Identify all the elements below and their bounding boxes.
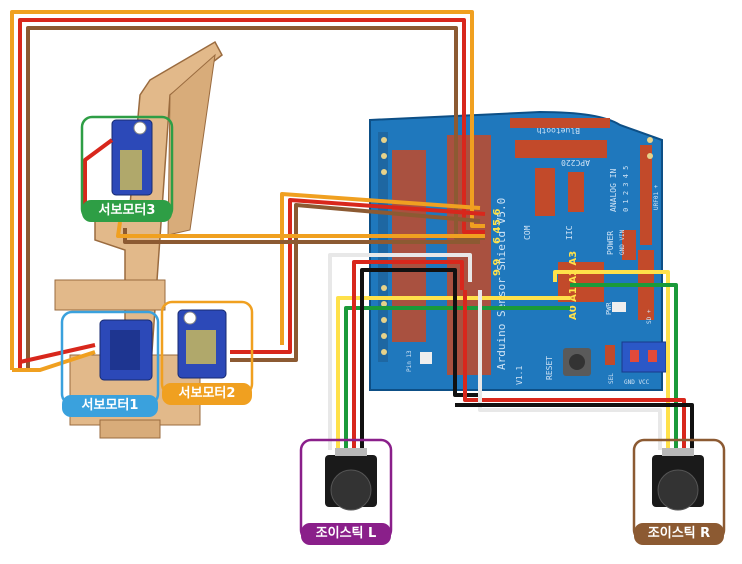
board-version: V1.1 bbox=[515, 366, 524, 385]
servo1-label: 서보모터1 bbox=[62, 395, 158, 417]
pwr-label: PWR bbox=[605, 302, 613, 315]
servo3-body bbox=[111, 119, 153, 196]
board-name: Arduino Sensor Shield V5.0 bbox=[495, 198, 508, 370]
sensor-shield-board: Arduino Sensor Shield V5.0 V1.1 Bluetoot… bbox=[369, 110, 667, 391]
sel-label: SEL bbox=[608, 373, 615, 384]
pin-d-servo-b: 6 4 bbox=[492, 227, 503, 244]
pin-d-servo-c: 9 9 bbox=[492, 259, 503, 276]
joystick-l-device bbox=[325, 448, 377, 511]
servo1-body bbox=[99, 319, 153, 381]
pin13-label: Pin 13 bbox=[406, 350, 413, 372]
analog-in-label: ANALOG IN bbox=[609, 168, 618, 212]
pin-d-servo-a: 5 6 bbox=[492, 209, 503, 226]
servo2-label: 서보모터2 bbox=[162, 383, 252, 405]
joystick-r-label: 조이스틱 R bbox=[634, 523, 724, 545]
power-label: POWER bbox=[606, 231, 615, 255]
com-label: COM bbox=[523, 225, 532, 240]
sd-label: SD + bbox=[646, 309, 653, 324]
apc220-label: APC220 bbox=[561, 158, 590, 167]
servo3-label: 서보모터3 bbox=[82, 200, 172, 222]
iic-label: IIC bbox=[565, 225, 574, 240]
urf-label: URF01 + bbox=[653, 184, 660, 210]
joystick-r-device bbox=[652, 448, 704, 511]
wires bbox=[10, 10, 694, 450]
power-pins-label: GND VIN bbox=[619, 229, 626, 255]
analog-nums-label: 0 1 2 3 4 5 bbox=[622, 166, 630, 212]
reset-label: RESET bbox=[545, 356, 554, 380]
bluetooth-label: Bluetooth bbox=[536, 126, 580, 135]
joystick-l-label: 조이스틱 L bbox=[301, 523, 391, 545]
gnd-vcc-label: GND VCC bbox=[624, 379, 650, 386]
servo2-body bbox=[177, 309, 227, 379]
